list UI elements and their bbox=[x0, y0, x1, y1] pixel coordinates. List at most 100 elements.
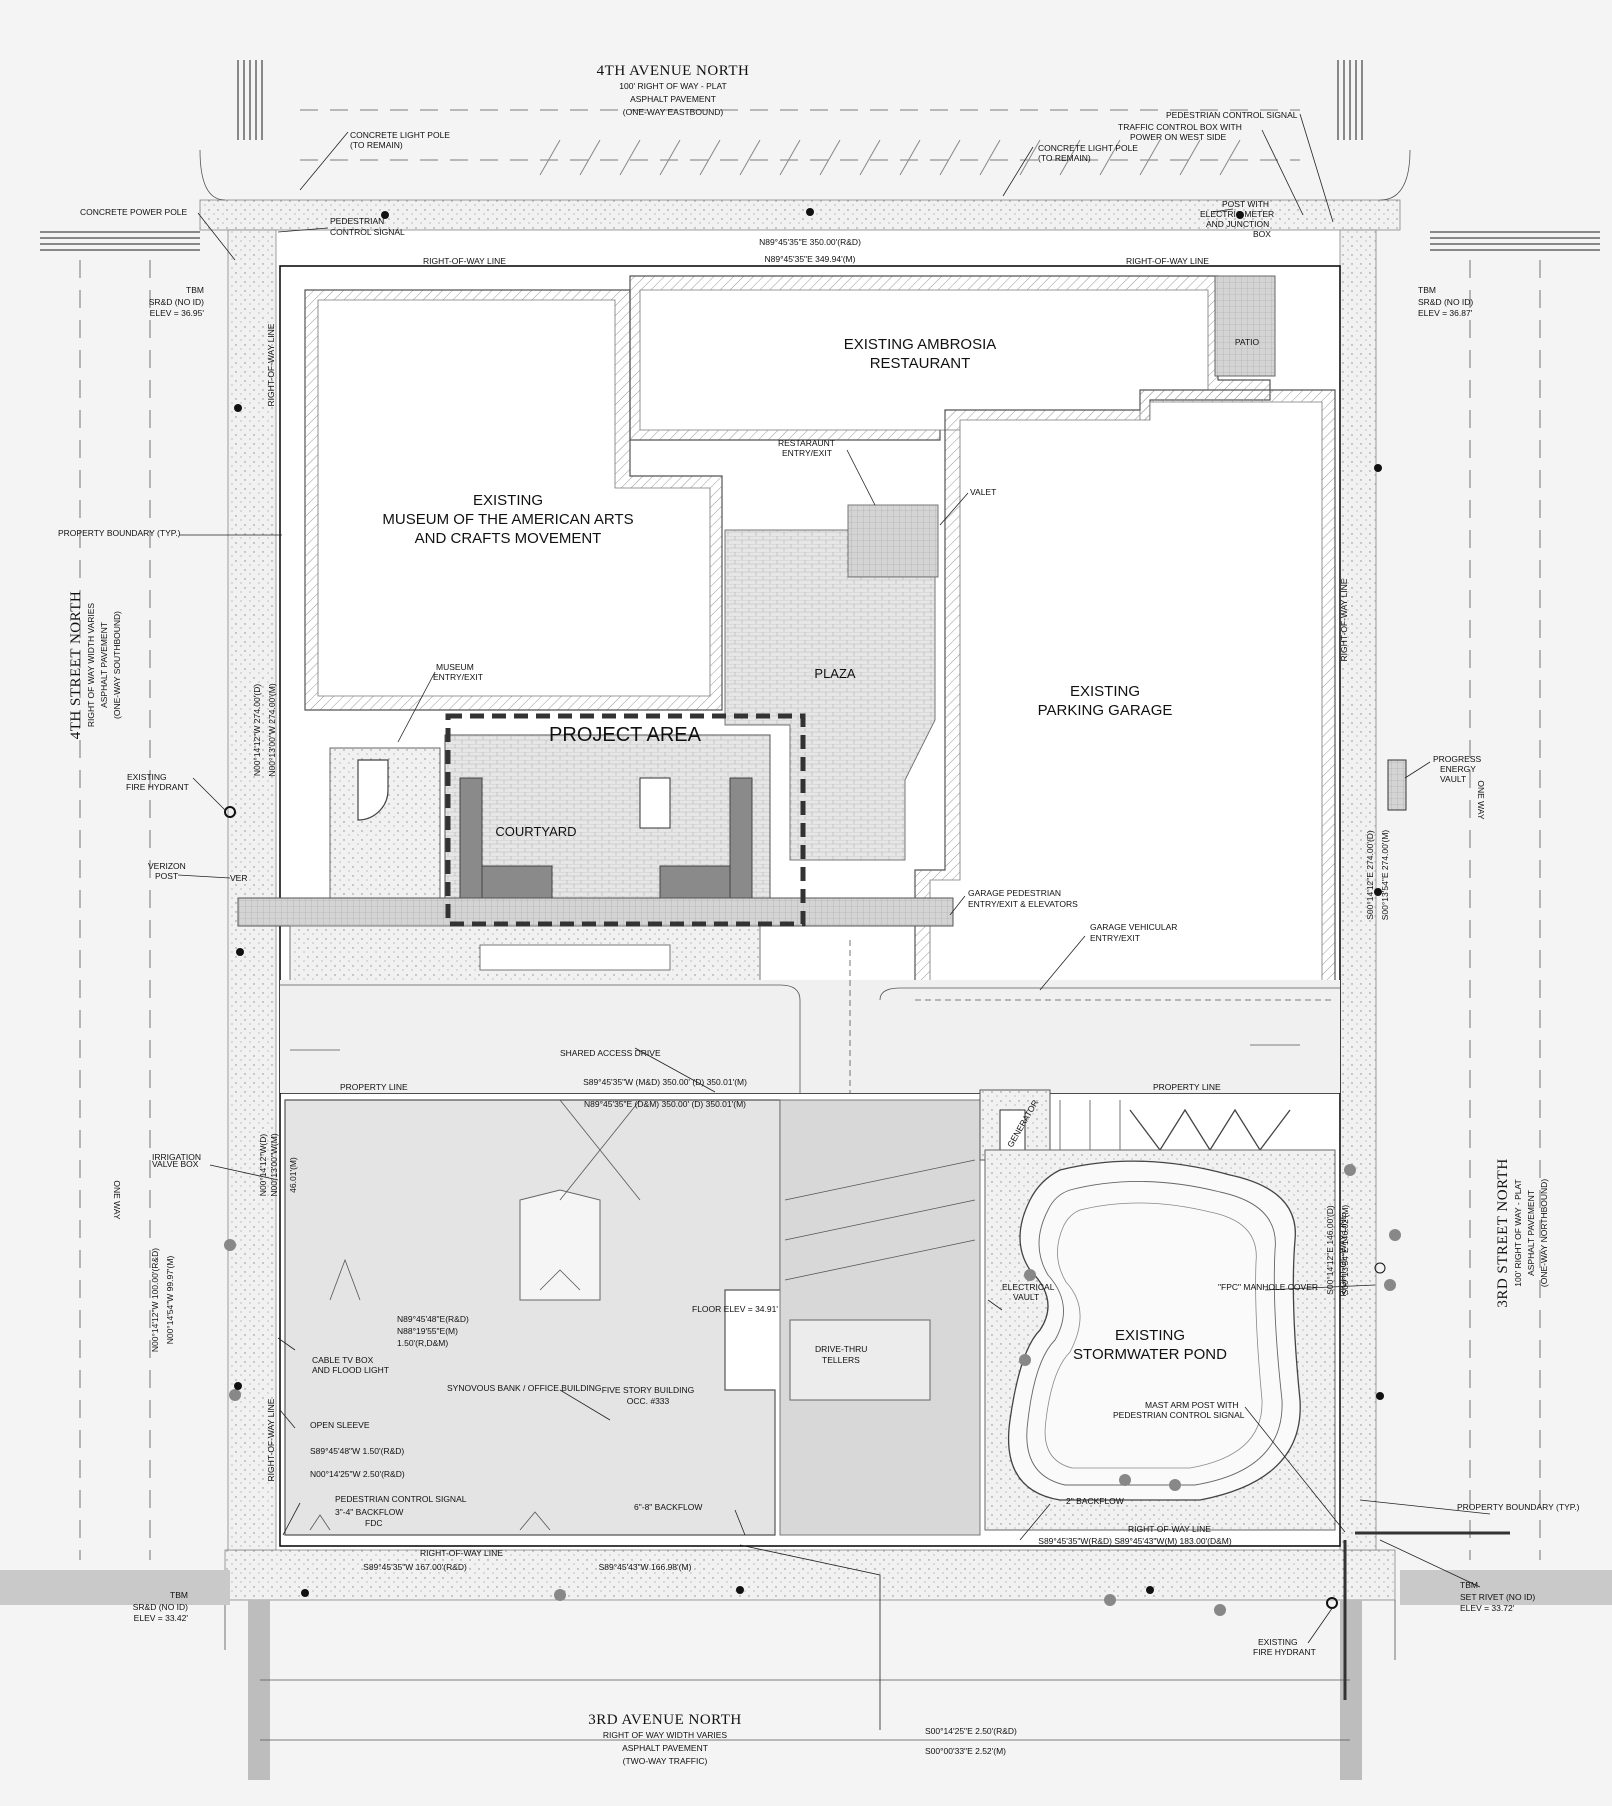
crosswalk-south-band-east bbox=[1400, 1570, 1612, 1605]
north-street-l3: (ONE-WAY EASTBOUND) bbox=[623, 107, 724, 117]
floor-elev: FLOOR ELEV = 34.91' bbox=[692, 1304, 778, 1314]
north-street-l2: ASPHALT PAVEMENT bbox=[630, 94, 716, 104]
sidewalk-west bbox=[227, 229, 277, 1551]
sidewalk-north bbox=[199, 199, 1401, 231]
bearing-south-3: S89°45'35"W(R&D) S89°45'43"W(M) 183.00'(… bbox=[1038, 1536, 1232, 1546]
cable-label-2: AND FLOOD LIGHT bbox=[312, 1365, 389, 1375]
light-pole-2-label-2: (TO REMAIN) bbox=[1038, 153, 1091, 163]
museum-label-1: EXISTING bbox=[473, 492, 543, 509]
row-line-west: RIGHT-OF-WAY LINE bbox=[266, 323, 276, 406]
meter-label-1: POST WITH bbox=[1222, 199, 1269, 209]
drive-thru-lanes bbox=[779, 1099, 981, 1536]
restaurant-label-1: EXISTING AMBROSIA bbox=[844, 336, 997, 353]
bearing-sw-3: 46.01'(M) bbox=[288, 1157, 298, 1193]
mast-arm-label-1: MAST ARM POST WITH bbox=[1145, 1400, 1239, 1410]
tbm-se-2: SET RIVET (NO ID) bbox=[1460, 1592, 1535, 1602]
patio-label: PATIO bbox=[1235, 337, 1260, 347]
irrigation-label-2: VALVE BOX bbox=[152, 1159, 199, 1169]
bearing-south-2: S89°45'43"W 166.98'(M) bbox=[599, 1562, 692, 1572]
fire-hydrant-w-label-2: FIRE HYDRANT bbox=[126, 782, 189, 792]
tbm-nw-1: TBM bbox=[186, 285, 204, 295]
fire-hydrant-s-label-1: EXISTING bbox=[1258, 1637, 1298, 1647]
ver-label: VER bbox=[230, 873, 247, 883]
bank-label-2: OCC. #333 bbox=[627, 1396, 670, 1406]
fire-hydrant-w-label-1: EXISTING bbox=[127, 772, 167, 782]
north-street-l1: 100' RIGHT OF WAY - PLAT bbox=[619, 81, 726, 91]
crosswalk-north-east bbox=[1337, 60, 1363, 140]
road-4th-street bbox=[0, 150, 235, 1650]
road-3rd-avenue bbox=[0, 1575, 1612, 1806]
museum-label-3: AND CRAFTS MOVEMENT bbox=[415, 530, 602, 547]
meter-label-2: ELECTRIC METER bbox=[1200, 209, 1274, 219]
callout-leaders bbox=[177, 113, 1491, 1730]
sidewalk-east bbox=[1339, 229, 1377, 1551]
restaurant-entry-label-2: ENTRY/EXIT bbox=[782, 448, 832, 458]
drive-thru-label-2: TELLERS bbox=[822, 1355, 860, 1365]
fire-hydrant-west bbox=[224, 806, 236, 818]
plaza-label: PLAZA bbox=[814, 666, 856, 681]
west-street-l2: ASPHALT PAVEMENT bbox=[99, 622, 109, 708]
road-4th-avenue bbox=[0, 0, 1612, 210]
project-area-boundary bbox=[445, 713, 806, 927]
bearing-sw-5: N00°14'54"W 99.97'(M) bbox=[165, 1256, 175, 1345]
ped-ctrl-nw-label-2: CONTROL SIGNAL bbox=[330, 227, 405, 237]
progress-label-3: VAULT bbox=[1440, 774, 1466, 784]
ped-ctrl-sw-label: PEDESTRIAN CONTROL SIGNAL bbox=[335, 1494, 467, 1504]
garage-ped-label-2: ENTRY/EXIT & ELEVATORS bbox=[968, 899, 1078, 909]
bearing-mid-1: S89°45'35"W (M&D) 350.00' (D) 350.01'(M) bbox=[583, 1077, 747, 1087]
backflow-68-label: 6"-8" BACKFLOW bbox=[634, 1502, 702, 1512]
cable-label-1: CABLE TV BOX bbox=[312, 1355, 374, 1365]
bearing-bot-2: S00°00'33"E 2.52'(M) bbox=[925, 1746, 1006, 1756]
road-3rd-street bbox=[1375, 150, 1612, 1650]
property-boundary-label-se: PROPERTY BOUNDARY (TYP.) bbox=[1457, 1502, 1580, 1512]
south-street-l2: ASPHALT PAVEMENT bbox=[622, 1743, 708, 1753]
elec-vault-label-2: VAULT bbox=[1013, 1292, 1039, 1302]
drive-thru-label-1: DRIVE-THRU bbox=[815, 1344, 867, 1354]
fire-hydrant-s-label-2: FIRE HYDRANT bbox=[1253, 1647, 1316, 1657]
shared-access-drive bbox=[280, 980, 1340, 1093]
ped-ctrl-nw-label-1: PEDESTRIAN bbox=[330, 216, 384, 226]
row-line-sw: RIGHT-OF-WAY LINE bbox=[266, 1398, 276, 1481]
shared-drive-label: SHARED ACCESS DRIVE bbox=[560, 1048, 661, 1058]
restaurant-label-2: RESTAURANT bbox=[870, 355, 971, 372]
row-line-north-e: RIGHT-OF-WAY LINE bbox=[1126, 256, 1209, 266]
property-boundary-label: PROPERTY BOUNDARY (TYP.) bbox=[58, 528, 181, 538]
meter-label-4: BOX bbox=[1253, 229, 1271, 239]
bearing-sw-4: N00°14'12"W 100.00'(R&D) bbox=[150, 1248, 160, 1352]
bearing-se-1: S00°14'12"E 146.00'(D) bbox=[1325, 1205, 1335, 1295]
bearing-bank-4: S89°45'48"W 1.50'(R&D) bbox=[310, 1446, 404, 1456]
tbm-sw-2: SR&D (NO ID) bbox=[133, 1602, 188, 1612]
bearing-east-2: S00°13'54"E 274.00'(M) bbox=[1380, 830, 1390, 921]
crosswalk-west bbox=[40, 231, 200, 251]
east-street-l1: 100' RIGHT OF WAY - PLAT bbox=[1513, 1179, 1523, 1286]
progress-label-2: ENERGY bbox=[1440, 764, 1476, 774]
row-line-se: RIGHT-OF-WAY LINE bbox=[1338, 1213, 1348, 1296]
progress-energy-vault bbox=[1387, 759, 1407, 811]
bearing-bank-3: 1.50'(R,D&M) bbox=[397, 1338, 448, 1348]
museum-entry-label-1: MUSEUM bbox=[436, 662, 474, 672]
south-street-l1: RIGHT OF WAY WIDTH VARIES bbox=[603, 1730, 728, 1740]
garage-label-1: EXISTING bbox=[1070, 683, 1140, 700]
sidewalk-south bbox=[224, 1549, 1396, 1601]
row-line-east: RIGHT-OF-WAY LINE bbox=[1339, 578, 1349, 661]
west-street-l3: (ONE-WAY SOUTHBOUND) bbox=[112, 611, 122, 719]
one-way-west: ONE WAY bbox=[112, 1180, 122, 1220]
pond-label-2: STORMWATER POND bbox=[1073, 1346, 1227, 1363]
restaurant-entry-steps bbox=[847, 504, 939, 578]
elec-vault-label-1: ELECTRICAL bbox=[1002, 1282, 1055, 1292]
tbm-sw-1: TBM bbox=[170, 1590, 188, 1600]
bearing-bank-5: N00°14'25"W 2.50'(R&D) bbox=[310, 1469, 405, 1479]
progress-label-1: PROGRESS bbox=[1433, 754, 1482, 764]
light-pole-2-label-1: CONCRETE LIGHT POLE bbox=[1038, 143, 1138, 153]
one-way-east: ONE WAY bbox=[1476, 780, 1486, 820]
bearing-sw-1: N00°14'12"W(D) bbox=[258, 1134, 268, 1197]
light-pole-1-label-2: (TO REMAIN) bbox=[350, 140, 403, 150]
garage-veh-label-2: ENTRY/EXIT bbox=[1090, 933, 1140, 943]
bearing-mid-2: N89°45'35"E (D&M) 350.00' (D) 350.01'(M) bbox=[584, 1099, 746, 1109]
mast-arm-label-2: PEDESTRIAN CONTROL SIGNAL bbox=[1113, 1410, 1245, 1420]
tbm-ne-3: ELEV = 36.87' bbox=[1418, 308, 1473, 318]
tbm-se-3: ELEV = 33.72' bbox=[1460, 1603, 1515, 1613]
irrigation-label-1: IRRIGATION bbox=[152, 1152, 201, 1162]
row-line-north-w: RIGHT-OF-WAY LINE bbox=[423, 256, 506, 266]
garage-label-2: PARKING GARAGE bbox=[1038, 702, 1173, 719]
